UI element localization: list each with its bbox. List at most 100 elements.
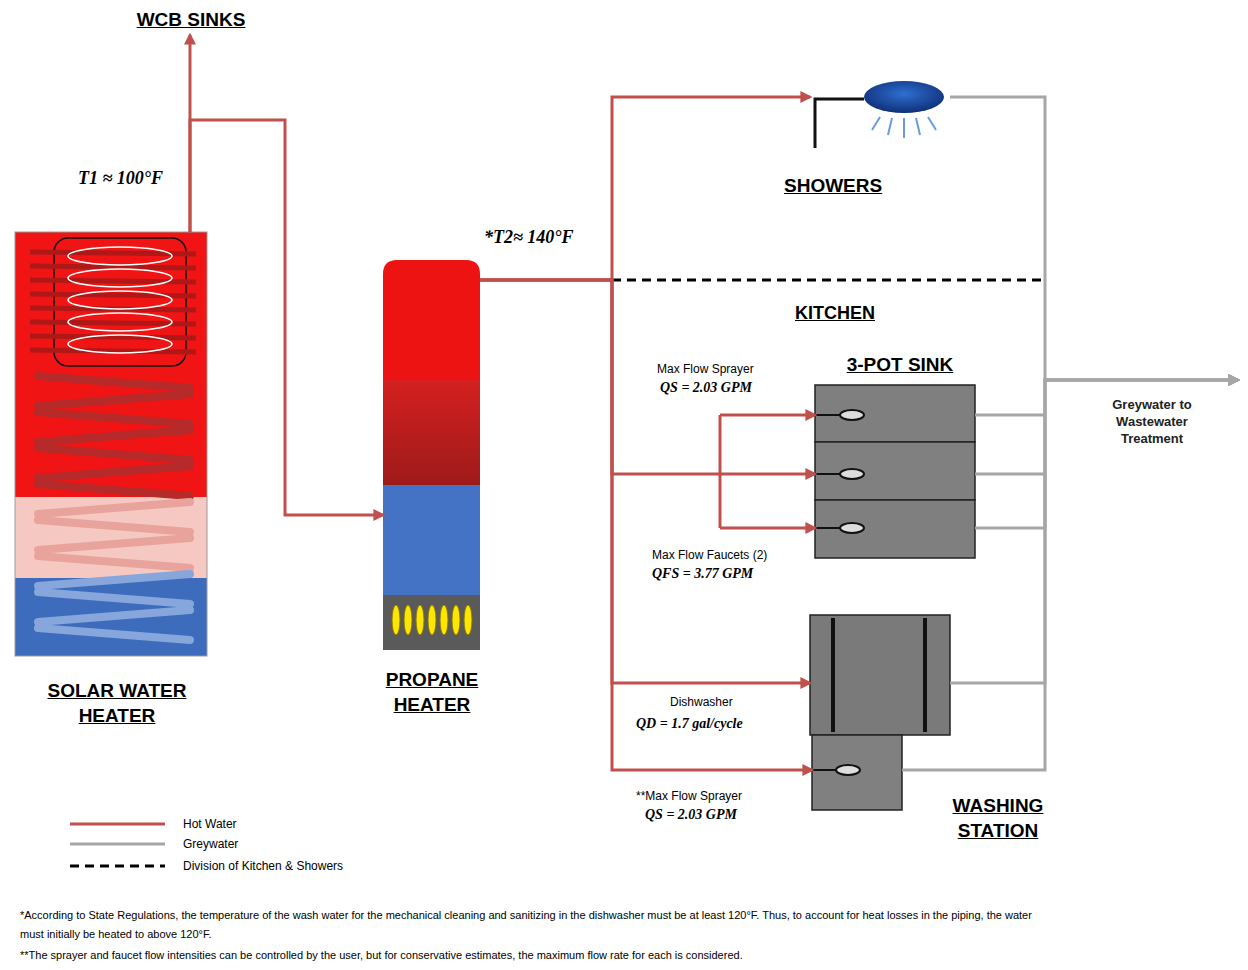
footnote: **The sprayer and faucet flow intensitie…: [20, 946, 1220, 965]
annotation: QS = 2.03 GPM: [660, 380, 752, 396]
annotation: *T2≈ 140°F: [484, 226, 574, 248]
greywater-outlet: Greywater to Wastewater Treatment: [1088, 366, 1238, 451]
pipe-segment: [480, 280, 812, 770]
propane-cold-zone: [383, 485, 480, 595]
annotation: QFS = 3.77 GPM: [652, 566, 753, 582]
footnote: *According to State Regulations, the tem…: [20, 906, 1042, 944]
pipe-segment: [975, 414, 1045, 417]
heat-exchanger-outline: [54, 238, 186, 366]
pipe-segment: [902, 380, 1238, 770]
hot-water-pipe: [480, 280, 812, 770]
coil-bar: [38, 394, 190, 406]
hot-water-pipe: [480, 97, 810, 280]
pipe-segment: [720, 414, 815, 417]
coil-bar: [38, 628, 190, 640]
coil-bar: [38, 466, 190, 478]
legend-line-sample: [70, 865, 165, 868]
pipe-segment: [719, 415, 722, 528]
tank-outline: [15, 232, 207, 656]
node-label: 3-POT SINK: [835, 352, 965, 377]
pipe-segment: [950, 97, 1238, 380]
kitchen-division-line: [612, 279, 1045, 282]
coil-loop: [68, 247, 172, 265]
annotation: **Max Flow Sprayer: [636, 789, 742, 803]
pipe-segment: [975, 473, 1045, 476]
coil-loop: [68, 291, 172, 309]
coil-bar: [38, 574, 190, 586]
coil-loop: [68, 335, 172, 353]
shower-spray: [872, 117, 936, 138]
greywater-pipe: [950, 97, 1238, 380]
washing-station: [812, 735, 902, 810]
annotation: Max Flow Sprayer: [657, 362, 754, 376]
pipe-segment: [720, 527, 815, 530]
coil-bar: [38, 502, 190, 514]
coil-bar: [38, 430, 190, 442]
pipe-segment: [190, 120, 383, 515]
greywater-pipe: [950, 380, 1238, 683]
node-label: SHOWERS: [784, 173, 882, 198]
node-label: PROPANE HEATER: [371, 667, 493, 717]
coil-bar: [38, 412, 190, 424]
greywater-pipe: [975, 380, 1238, 528]
burner: [383, 595, 480, 650]
propane-tank: [383, 260, 480, 650]
flame: [428, 605, 436, 635]
flame: [416, 605, 424, 635]
coil-bar: [30, 350, 196, 352]
annotation: T1 ≈ 100°F: [78, 167, 163, 189]
coil-bar: [38, 448, 190, 460]
coil-bar: [30, 266, 196, 268]
legend-line-sample: [70, 843, 165, 846]
tank-hot-zone: [15, 232, 207, 497]
coil-bar: [38, 610, 190, 622]
pipe-segment: [975, 380, 1238, 528]
propane-mid-zone: [383, 380, 480, 485]
legend-text: Greywater: [183, 837, 238, 851]
pipe-segment: [480, 97, 810, 280]
node-label: SOLAR WATER HEATER: [42, 678, 192, 728]
tank-warm-zone: [15, 497, 207, 578]
dishwasher: Dishwasher: [810, 615, 950, 735]
greywater-pipe: [902, 380, 1238, 770]
outlet-label-box: WCB SINKS: [133, 4, 250, 35]
coil-bar: [38, 376, 190, 388]
pipe-segment: [480, 280, 810, 683]
coil-bar: [38, 556, 190, 568]
solar-tank: [15, 232, 207, 656]
pipe-segment: [950, 380, 1238, 683]
coil-bar: [38, 520, 190, 532]
node-label: WASHING STATION: [938, 793, 1058, 843]
flame: [452, 605, 460, 635]
coil-windings: [30, 247, 196, 640]
propane-heater: PROPANE HEATER: [383, 260, 480, 650]
node-label: Greywater to Wastewater Treatment: [1092, 396, 1212, 447]
flame: [392, 605, 400, 635]
dishwasher: [810, 615, 950, 735]
solar-water-heater: SOLAR WATER HEATER: [15, 232, 207, 656]
pipe-segment: [480, 280, 815, 474]
shower-fixture: SHOWERS: [810, 78, 950, 144]
coil-bar: [38, 484, 190, 496]
three-pot-sink: [815, 385, 975, 558]
annotation: KITCHEN: [795, 302, 875, 324]
coil-bar: [30, 336, 196, 338]
annotation: Max Flow Faucets (2): [652, 548, 767, 562]
burner-flames: [392, 605, 472, 635]
showerhead: [815, 81, 944, 148]
coil-bar: [38, 592, 190, 604]
coil-loop: [68, 269, 172, 287]
flame: [464, 605, 472, 635]
flame: [404, 605, 412, 635]
three-pot-sink: 3-POT SINK: [815, 385, 975, 558]
shower-pipe: [815, 99, 864, 148]
coil-bar: [38, 538, 190, 550]
legend-line-sample: [70, 823, 165, 826]
hot-water-pipe: [190, 120, 383, 515]
hot-water-pipe: [480, 280, 815, 528]
node-label: Dishwasher: [670, 695, 733, 709]
legend-text: Division of Kitchen & Showers: [183, 859, 343, 873]
hot-water-pipe: [480, 280, 810, 683]
annotation: QS = 2.03 GPM: [645, 807, 737, 823]
